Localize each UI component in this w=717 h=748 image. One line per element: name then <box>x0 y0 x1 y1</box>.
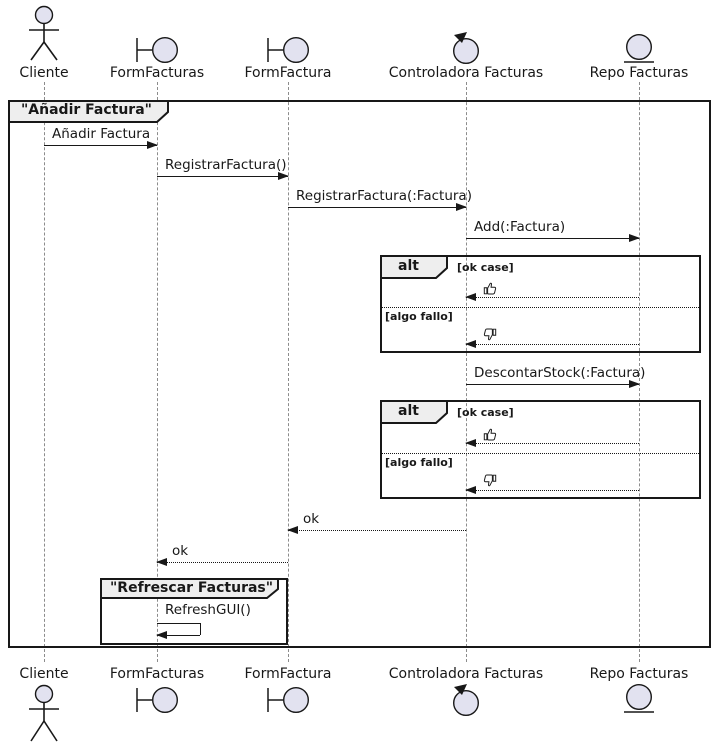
arrowhead-left-icon <box>465 486 476 494</box>
self-message-line <box>200 623 201 635</box>
message-label: Add(:Factura) <box>474 219 566 235</box>
message-line <box>44 145 157 146</box>
alt-divider <box>382 453 699 454</box>
thumbs-down-icon <box>483 328 497 341</box>
arrowhead-left-icon <box>156 558 167 566</box>
participant-label-controladora-bottom: Controladora Facturas <box>388 666 544 682</box>
arrowhead-right-icon <box>147 141 158 149</box>
participant-label-cliente-bottom: Cliente <box>19 666 69 682</box>
lifeline-controladora-facturas <box>466 82 467 662</box>
guard-algo-fallo: [algo fallo] <box>385 310 453 323</box>
guard-algo-fallo: [algo fallo] <box>385 456 453 469</box>
self-message-line <box>157 623 200 624</box>
message-line <box>288 530 466 531</box>
thumbs-up-icon <box>483 428 497 441</box>
participant-label-formfacturas-bottom: FormFacturas <box>109 666 205 682</box>
frame-anadir-factura <box>8 100 711 648</box>
message-line <box>466 238 639 239</box>
boundary-icon <box>136 36 179 64</box>
self-message-line <box>157 635 200 636</box>
lifeline-cliente <box>44 82 45 662</box>
control-icon <box>452 32 480 65</box>
message-label: RegistrarFactura(:Factura) <box>296 188 472 204</box>
alt-operator-label: alt <box>398 258 419 274</box>
lifeline-formfacturas <box>157 82 158 662</box>
thumbs-up-icon <box>483 282 497 295</box>
message-label: ok <box>303 511 320 527</box>
entity-icon <box>624 683 654 713</box>
participant-label-controladora: Controladora Facturas <box>388 65 544 81</box>
message-line <box>288 207 466 208</box>
message-label: RefreshGUI() <box>165 602 251 618</box>
participant-label-formfactura: FormFactura <box>244 65 332 81</box>
alt-fragment-1: alt [ok case] [algo fallo] <box>380 255 701 353</box>
message-line <box>157 562 288 563</box>
message-label: ok <box>172 543 189 559</box>
guard-ok-case: [ok case] <box>457 406 514 419</box>
participant-label-cliente: Cliente <box>19 65 69 81</box>
frame-anadir-factura-title: "Añadir Factura" <box>21 102 152 118</box>
arrowhead-right-icon <box>629 380 640 388</box>
thumbs-down-icon <box>483 474 497 487</box>
arrowhead-left-icon <box>465 439 476 447</box>
message-label: RegistrarFactura() <box>165 157 287 173</box>
alt-divider <box>382 307 699 308</box>
actor-icon <box>29 5 59 61</box>
message-line <box>466 344 639 345</box>
message-line <box>466 384 639 385</box>
participant-label-formfactura-bottom: FormFactura <box>244 666 332 682</box>
entity-icon <box>624 33 654 63</box>
alt-tab <box>380 400 448 424</box>
arrowhead-left-icon <box>465 340 476 348</box>
guard-ok-case: [ok case] <box>457 261 514 274</box>
participant-label-formfacturas: FormFacturas <box>109 65 205 81</box>
arrowhead-left-icon <box>465 293 476 301</box>
actor-icon <box>29 684 59 742</box>
message-label: DescontarStock(:Factura) <box>474 365 646 381</box>
participant-label-repo: Repo Facturas <box>589 65 689 81</box>
message-line <box>466 297 639 298</box>
lifeline-repo-facturas <box>639 82 640 662</box>
message-line <box>466 490 639 491</box>
boundary-icon <box>267 686 310 714</box>
lifeline-formfactura <box>288 82 289 662</box>
control-icon <box>452 684 480 717</box>
arrowhead-left-icon <box>287 526 298 534</box>
message-line <box>466 443 639 444</box>
alt-fragment-2: alt [ok case] [algo fallo] <box>380 400 701 499</box>
participant-label-repo-bottom: Repo Facturas <box>589 666 689 682</box>
arrowhead-right-icon <box>278 172 289 180</box>
arrowhead-right-icon <box>456 203 467 211</box>
message-label: Añadir Factura <box>52 126 151 142</box>
arrowhead-left-icon <box>156 631 167 639</box>
frame-refrescar-facturas-title: "Refrescar Facturas" <box>110 580 274 596</box>
alt-operator-label: alt <box>398 403 419 419</box>
frame-refrescar-facturas-tab <box>100 578 279 599</box>
boundary-icon <box>267 36 310 64</box>
message-refreshgui-self: RefreshGUI() <box>156 602 251 639</box>
boundary-icon <box>136 686 179 714</box>
alt-tab <box>380 255 448 279</box>
message-line <box>157 176 288 177</box>
arrowhead-right-icon <box>629 234 640 242</box>
frame-anadir-factura-tab <box>8 100 169 123</box>
